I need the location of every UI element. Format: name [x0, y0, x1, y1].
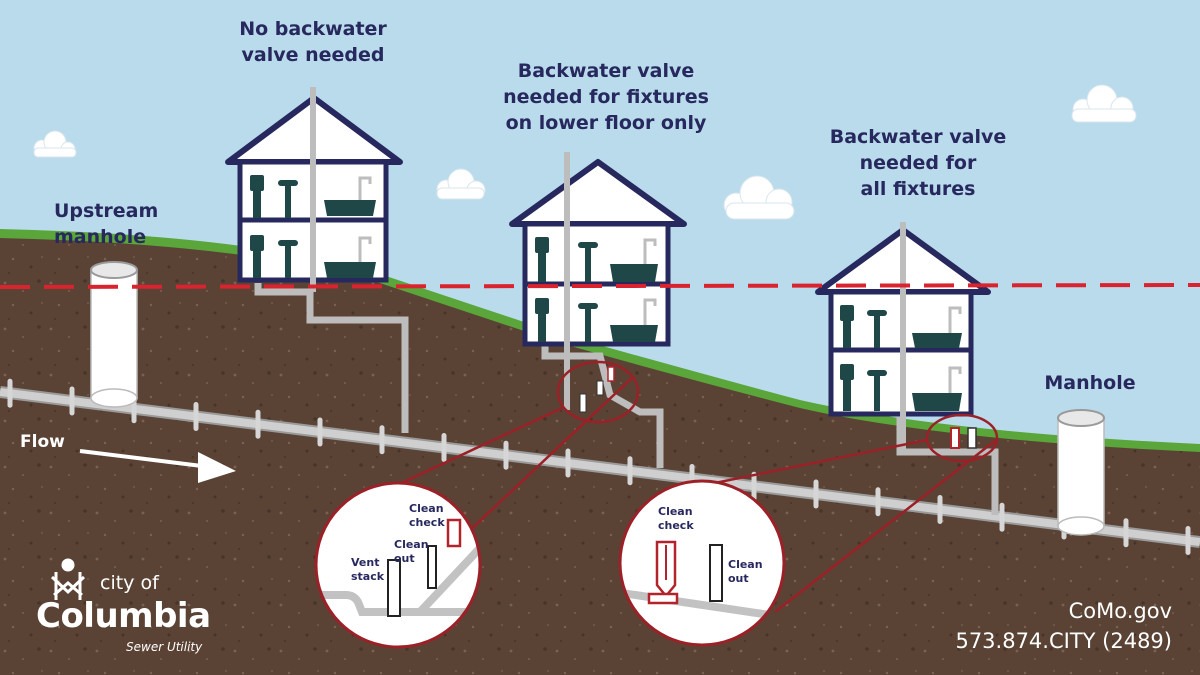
fixtures [250, 175, 376, 278]
label-no-valve: No backwater valve needed [228, 16, 398, 68]
label-line: out [728, 572, 749, 585]
label-line: Clean [394, 538, 429, 551]
house-all-fixtures-valve [815, 222, 991, 452]
label-flow: Flow [20, 432, 65, 452]
inset-right-clean-out-label: Clean out [728, 558, 763, 586]
house-no-valve [225, 87, 403, 292]
label-line: stack [351, 570, 385, 583]
fixtures [535, 237, 658, 342]
label-manhole: Manhole [1044, 372, 1136, 394]
city-logo-icon [50, 558, 86, 600]
label-line: valve needed [241, 44, 385, 66]
logo-columbia: Columbia [36, 596, 211, 636]
cloud-icon [436, 168, 486, 200]
cloud-icon [723, 175, 795, 220]
inset-right-clean-check-label: Clean check [658, 505, 694, 533]
downstream-manhole [1057, 409, 1105, 536]
label-line: Backwater valve [517, 60, 695, 82]
label-line: on lower floor only [505, 112, 707, 134]
label-line: check [658, 519, 694, 532]
logo-city-of: city of [100, 572, 159, 594]
label-line: needed for fixtures [503, 86, 709, 108]
inset-all-fixtures-detail [618, 479, 786, 647]
flow-arrow-icon [79, 449, 236, 483]
inset-left-clean-check-label: Clean check [409, 502, 445, 530]
cloud-icon [1071, 84, 1137, 123]
cloud-icon [33, 130, 77, 158]
label-lower-floor-valve: Backwater valve needed for fixtures on l… [488, 58, 724, 136]
main-sewer-line [0, 378, 1200, 555]
logo-sewer-utility: Sewer Utility [126, 640, 203, 654]
contact-info: CoMo.gov 573.874.CITY (2489) [955, 596, 1172, 656]
fixtures [840, 305, 962, 411]
label-line: Clean [728, 558, 763, 571]
label-upstream-manhole: Upstream manhole [54, 198, 158, 250]
house-lower-floor-valve [509, 152, 687, 413]
label-line: needed for [859, 152, 977, 174]
inset-left-vent-stack-label: Vent stack [351, 556, 384, 584]
inset-left-clean-out-label: Clean out [394, 538, 429, 566]
label-line: manhole [54, 226, 147, 248]
upstream-manhole [90, 261, 138, 408]
label-line: Clean [658, 505, 693, 518]
phone-number: 573.874.CITY (2489) [955, 629, 1172, 653]
label-line: Clean [409, 502, 444, 515]
label-line: Backwater valve [829, 126, 1007, 148]
label-all-fixtures-valve: Backwater valve needed for all fixtures [818, 124, 1018, 202]
street-level-line [0, 283, 1200, 289]
label-line: all fixtures [860, 178, 976, 200]
inset-lower-floor-detail [314, 481, 482, 649]
website-link[interactable]: CoMo.gov [1068, 599, 1172, 623]
label-line: out [394, 552, 415, 565]
label-line: Vent [351, 556, 380, 569]
label-line: Upstream [54, 200, 159, 222]
label-line: No backwater [239, 18, 387, 40]
label-line: check [409, 516, 445, 529]
